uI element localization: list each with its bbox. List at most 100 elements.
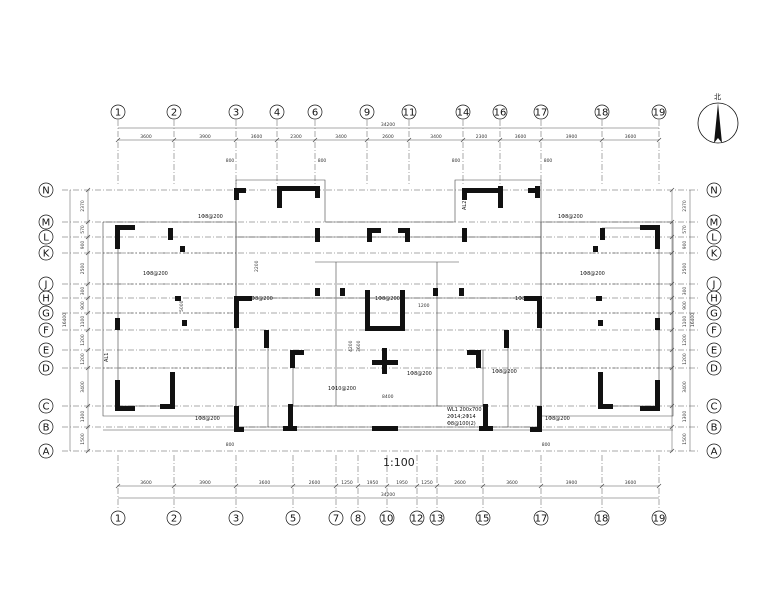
tick-right-2 [669,234,675,240]
axis-bubble-bottom-8-circle [350,510,366,526]
dim-top-span-5: 2600 [382,134,394,140]
axis-bubble-bottom-7-circle [328,510,344,526]
axis-bubble-left-E: E [43,346,49,357]
axis-bubble-top-4: 4 [274,108,280,119]
dim-left-span-3: 2500 [80,263,86,275]
shear-wall-11 [640,225,660,230]
axis-bubble-bottom-5-circle [285,510,301,526]
axis-bubble-left-E-circle [38,342,54,358]
tick-bottom-1 [171,483,177,489]
axis-bubble-bottom-2: 2 [171,514,177,525]
axis-bubble-bottom-12-circle [409,510,425,526]
beam-outline-0 [102,221,237,417]
axis-bubble-left-B-circle [38,419,54,435]
shear-wall-2 [168,228,173,240]
axis-bubble-right-B-circle [706,419,722,435]
tick-right-5 [669,295,675,301]
tick-left-2 [85,234,91,240]
tick-bottom-3 [290,483,296,489]
dim-top-span-3: 2300 [290,134,302,140]
label-al2: AL2 [462,201,468,210]
axis-bubble-bottom-1: 1 [115,514,121,525]
tick-bottom-5 [355,483,361,489]
axis-bubble-bottom-10-circle [379,510,395,526]
tick-right-7 [669,327,675,333]
axis-bubble-top-1: 1 [115,108,121,119]
shear-wall-36 [537,406,542,432]
dim-right-span-6: 1100 [682,316,688,328]
axis-bubble-right-N: N [710,186,717,197]
dim-left-span-10: 1300 [80,411,86,423]
axis-bubble-top-17-circle [533,104,549,120]
tick-bottom-0 [115,483,121,489]
dim-right-span-0: 2370 [682,200,688,212]
label-beam-e: 1Φ8@200 [248,296,273,302]
dim-top-span-6: 3400 [430,134,442,140]
dim-top-note-2: 800 [452,158,461,164]
axis-grid-lines [62,120,698,510]
dim-bottom-span-4: 1250 [341,480,353,486]
label-dim-5000: 5000 [179,300,185,312]
beam-outline-5 [602,227,660,407]
dim-bottom-span-2: 3600 [259,480,271,486]
dim-top-span-10: 3600 [625,134,637,140]
shear-wall-33 [234,427,244,432]
tick-bottom-8 [434,483,440,489]
axis-bubble-left-M: M [42,218,51,229]
shear-wall-39 [367,228,381,233]
shear-wall-52 [476,350,481,368]
shear-wall-44 [365,290,370,330]
label-wl1-b: 2Φ14;2Φ14 [447,414,476,420]
dim-right-span-1: 570 [682,225,688,234]
shear-wall-31 [234,296,252,301]
axis-bubble-top-6-circle [307,104,323,120]
axis-bubble-left-F-circle [38,322,54,338]
dim-bottom-span-3: 2600 [309,480,321,486]
dim-right-span-5: 900 [682,301,688,310]
axis-bubble-bottom-13: 13 [431,514,444,525]
axis-bubble-bottom-17: 17 [535,514,548,525]
shear-wall-3 [115,380,120,410]
shear-wall-19 [598,320,603,326]
dim-top-overall: 34200 [381,122,395,128]
shear-wall-15 [598,372,603,408]
label-beam-i: 1Φ8@200 [195,416,220,422]
shear-wall-0 [115,225,120,249]
tick-right-3 [669,250,675,256]
dim-bottom-span-7: 1250 [421,480,433,486]
dim-right-span-7: 1200 [682,334,688,346]
shear-wall-8 [180,246,185,252]
axis-bubble-top-11-circle [401,104,417,120]
dim-bottom-span-11: 3600 [625,480,637,486]
shear-wall-60 [315,288,320,296]
tick-top-2 [233,137,239,143]
shear-wall-46 [400,290,405,330]
tick-top-1 [171,137,177,143]
axis-bubble-top-16: 16 [494,108,507,119]
axis-bubble-left-K-circle [38,245,54,261]
axis-bubble-right-A: A [711,447,718,458]
shear-wall-51 [467,350,481,355]
dim-left-span-0: 2370 [80,200,86,212]
axis-bubble-top-16-circle [492,104,508,120]
tick-bottom-4 [333,483,339,489]
axis-bubble-right-A-circle [706,443,722,459]
tick-left-7 [85,327,91,333]
axis-bubble-bottom-7: 7 [333,514,339,525]
tick-right-11 [669,424,675,430]
dim-right-span-9: 3400 [682,381,688,393]
axis-bubble-left-L-circle [38,229,54,245]
dim-top-span-4: 3400 [335,134,347,140]
axis-bubble-right-K-circle [706,245,722,261]
dim-left-overall: 16400 [62,313,68,327]
tick-top-5 [364,137,370,143]
axis-bubble-left-L: L [43,233,49,244]
shear-wall-26 [462,188,502,193]
axis-bubble-top-3-circle [228,104,244,120]
shear-wall-24 [315,186,320,198]
shear-wall-21 [234,188,246,193]
tick-left-10 [85,403,91,409]
axis-bubble-right-C-circle [706,398,722,414]
shear-wall-20 [234,188,239,200]
